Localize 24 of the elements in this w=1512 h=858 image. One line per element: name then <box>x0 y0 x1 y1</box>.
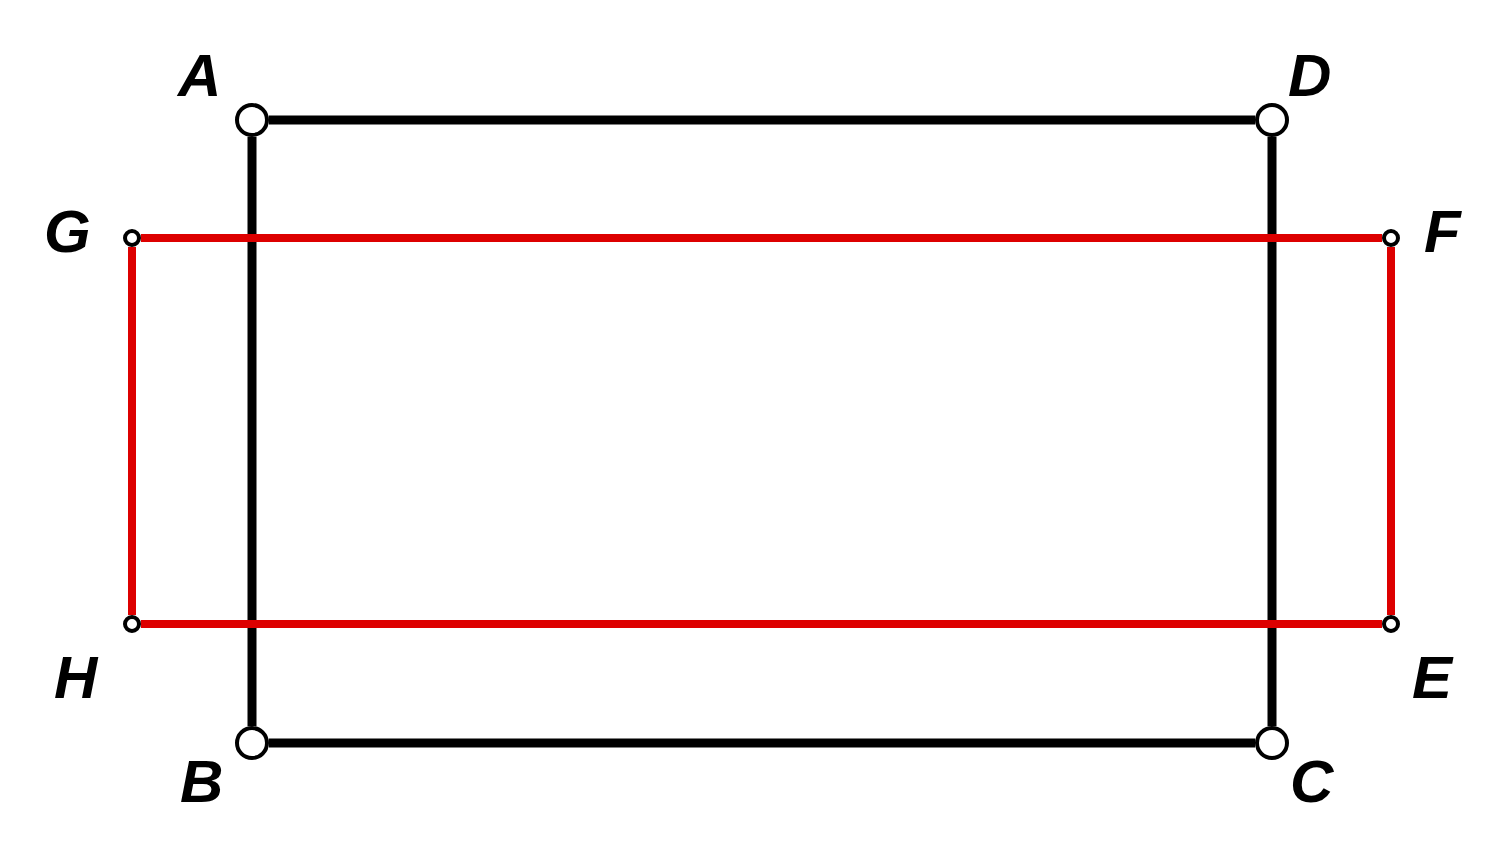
vertex-point <box>235 726 269 760</box>
line-segment <box>141 620 1382 628</box>
vertex-point <box>1255 726 1289 760</box>
vertex-label: F <box>1424 202 1461 262</box>
vertex-label: D <box>1288 46 1332 106</box>
vertex-label: E <box>1412 648 1453 708</box>
vertex-label: C <box>1290 752 1334 812</box>
vertex-point <box>1255 103 1289 137</box>
vertex-point <box>123 615 141 633</box>
line-segment <box>1267 137 1277 726</box>
line-segment <box>269 115 1255 125</box>
vertex-label: G <box>44 202 91 262</box>
vertex-point <box>1382 229 1400 247</box>
line-segment <box>1387 247 1395 615</box>
vertex-label: B <box>180 752 224 812</box>
line-segment <box>128 247 136 615</box>
line-segment <box>141 234 1382 242</box>
line-segment <box>247 137 257 726</box>
vertex-label: A <box>178 46 222 106</box>
vertex-point <box>123 229 141 247</box>
vertex-point <box>235 103 269 137</box>
line-segment <box>269 738 1255 748</box>
vertex-point <box>1382 615 1400 633</box>
vertex-label: H <box>54 648 98 708</box>
